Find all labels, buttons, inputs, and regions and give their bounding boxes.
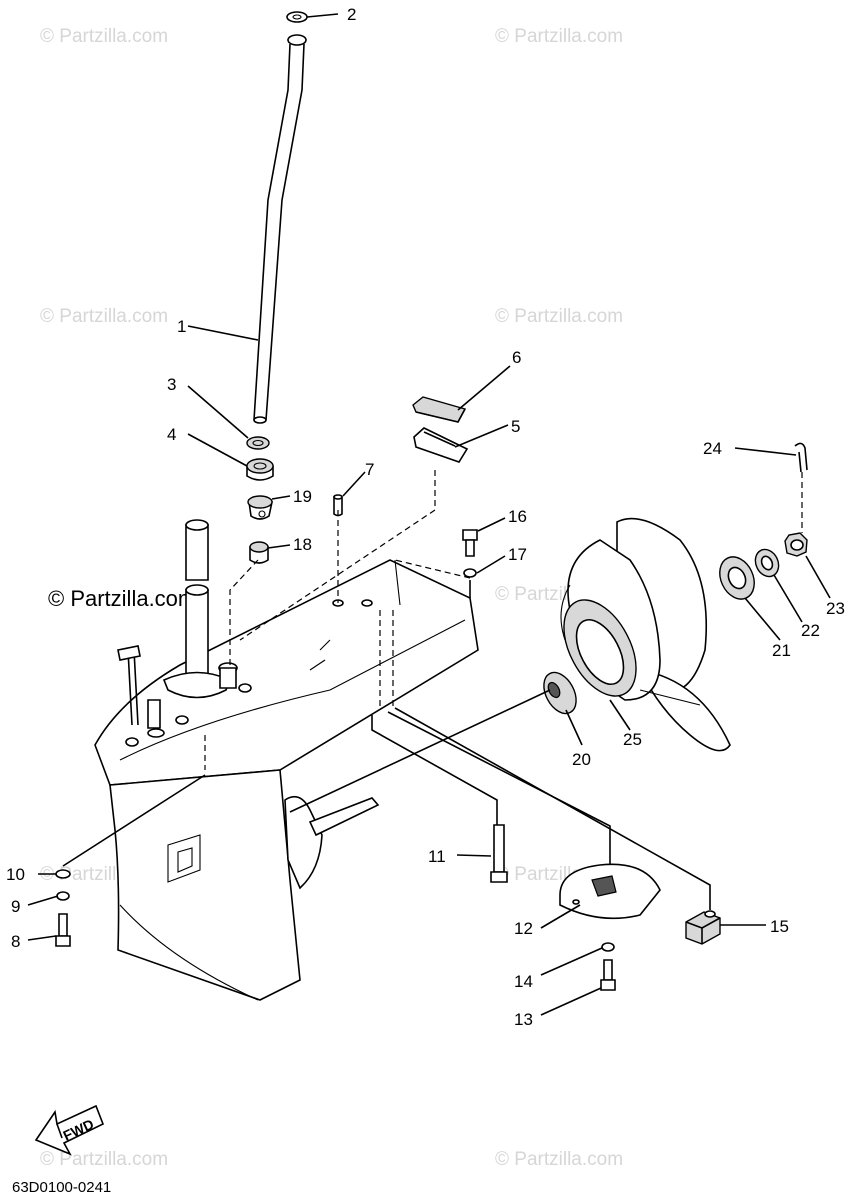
part-10-washer: [55, 869, 71, 879]
part-2-seal: [286, 11, 308, 23]
callout-3: 3: [167, 375, 176, 394]
callout-8: 8: [11, 932, 20, 951]
part-20-thrust-washer: [543, 671, 577, 715]
leader-lines: [27, 13, 831, 1016]
callout-16: 16: [508, 507, 527, 526]
watermark: © Partzilla.com: [495, 1149, 623, 1170]
callout-9: 9: [11, 897, 20, 916]
callout-2: 2: [347, 5, 356, 24]
water-pump-studs: [175, 662, 252, 725]
callout-1: 1: [177, 317, 186, 336]
watermark: © Partzilla.com: [40, 306, 168, 327]
part-17-washer: [463, 568, 477, 578]
part-24-cotter-pin: [794, 442, 808, 473]
part-14-washer: [601, 942, 615, 952]
part-3-grommet: [246, 436, 270, 450]
part-22-washer: [754, 548, 780, 578]
part-13-bolt: [600, 959, 616, 991]
part-6-seal-rubber: [412, 396, 467, 423]
callout-24: 24: [703, 439, 722, 458]
part-11-bolt: [490, 824, 508, 883]
callout-7: 7: [365, 460, 374, 479]
callout-20: 20: [572, 750, 591, 769]
callout-11: 11: [428, 847, 446, 866]
callout-15: 15: [770, 917, 789, 936]
fwd-arrow: FWD: [34, 1104, 105, 1156]
part-12-trim-tab: [559, 863, 661, 920]
assembly-lines: [62, 470, 803, 910]
drawing-code: 63D0100-0241: [12, 1179, 111, 1196]
part-7-dowel-pin: [333, 494, 343, 517]
callout-12: 12: [514, 919, 533, 938]
part-4-holder: [246, 458, 274, 481]
callout-labels: 1 2 3 4 5 6 7 8 9 10 11 12 13 14 15 16 1…: [6, 5, 845, 1029]
callout-19: 19: [293, 487, 312, 506]
part-25-propeller: [560, 517, 731, 752]
callout-4: 4: [167, 425, 176, 444]
lower-casing: [94, 559, 479, 1001]
shift-rod: [117, 645, 165, 747]
callout-17: 17: [508, 545, 527, 564]
part-23-nut: [784, 532, 808, 557]
part-5-seal-holder: [413, 427, 469, 463]
part-9-washer: [56, 891, 70, 901]
callout-23: 23: [826, 599, 845, 618]
part-21-spacer: [719, 556, 755, 600]
part-16-bolt: [462, 529, 478, 557]
part-8-bolt: [55, 913, 71, 947]
part-18-collar: [249, 541, 269, 564]
callout-13: 13: [514, 1010, 533, 1029]
callout-25: 25: [623, 730, 642, 749]
watermark: © Partzilla.com: [40, 26, 168, 47]
watermark-emphasized: © Partzilla.com: [48, 586, 196, 611]
callout-18: 18: [293, 535, 312, 554]
callout-5: 5: [511, 417, 520, 436]
callout-10: 10: [6, 865, 25, 884]
watermark: © Partzilla.com: [495, 306, 623, 327]
callout-21: 21: [772, 641, 791, 660]
watermark: © Partzilla.com: [495, 26, 623, 47]
drive-shaft: [162, 519, 232, 699]
part-19-cap: [247, 495, 273, 520]
callout-14: 14: [514, 972, 533, 991]
watermark-layer: © Partzilla.com © Partzilla.com © Partzi…: [40, 26, 623, 1170]
part-1-water-tube: [253, 34, 307, 424]
watermark: © Partzilla.com: [40, 1149, 168, 1170]
callout-6: 6: [512, 348, 521, 367]
part-15-anode: [685, 910, 721, 945]
callout-22: 22: [801, 621, 820, 640]
